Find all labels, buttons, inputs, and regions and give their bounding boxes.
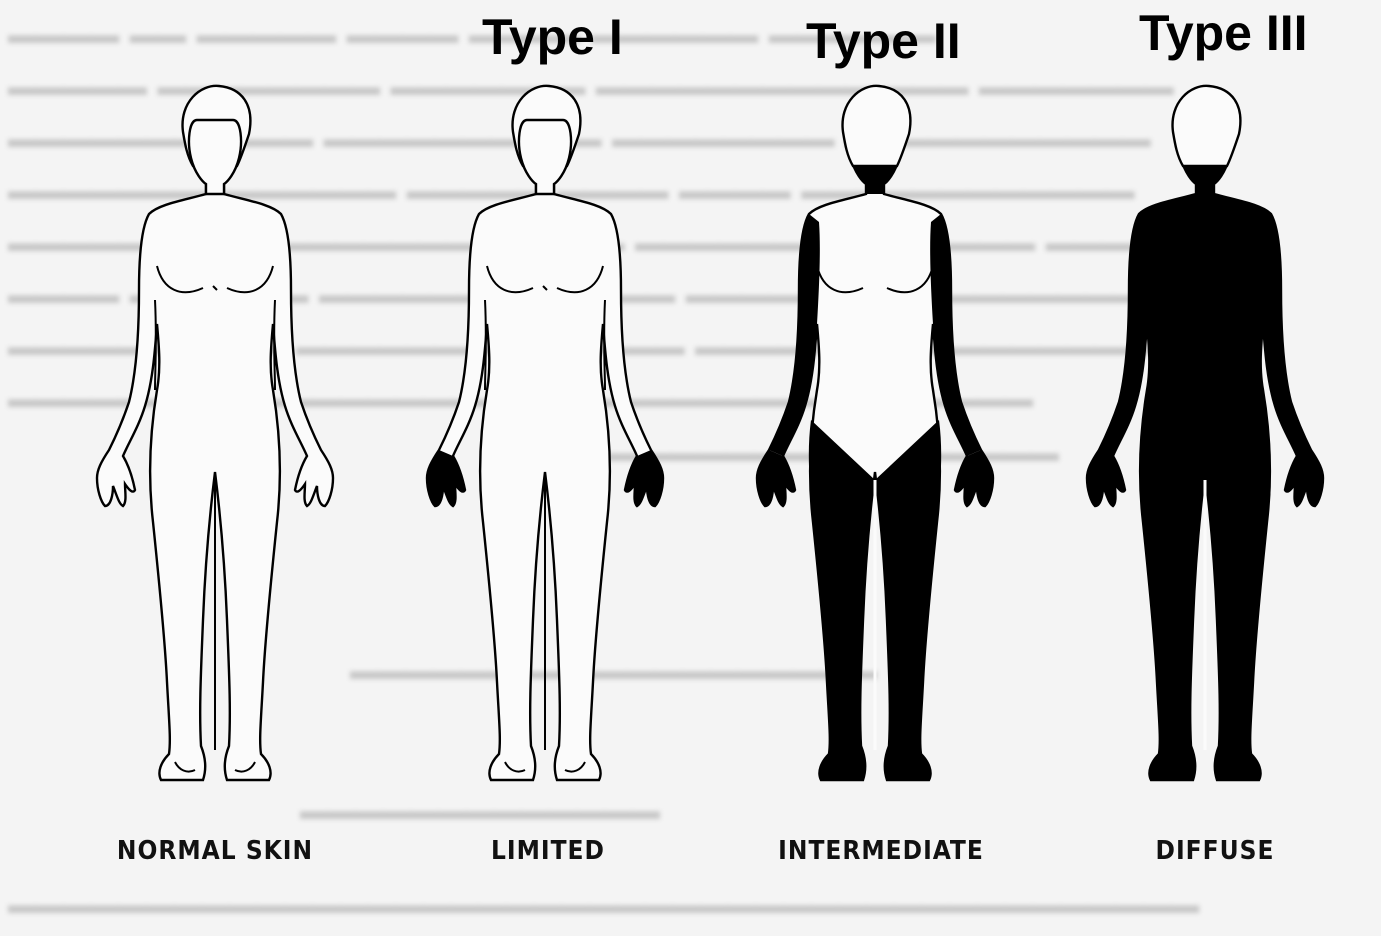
- caption-limited: LIMITED: [398, 836, 698, 866]
- figure-diffuse: [1087, 86, 1323, 780]
- type-ii-label: Type II: [806, 12, 961, 70]
- type-iii-label: Type III: [1139, 4, 1308, 62]
- caption-diffuse: DIFFUSE: [1065, 836, 1365, 866]
- caption-intermediate: INTERMEDIATE: [731, 836, 1031, 866]
- figure-limited: [427, 86, 663, 780]
- type-i-label: Type I: [482, 8, 623, 66]
- figure-intermediate: [757, 86, 993, 780]
- figure-normal-skin: [97, 86, 333, 780]
- caption-normal-skin: NORMAL SKIN: [65, 836, 365, 866]
